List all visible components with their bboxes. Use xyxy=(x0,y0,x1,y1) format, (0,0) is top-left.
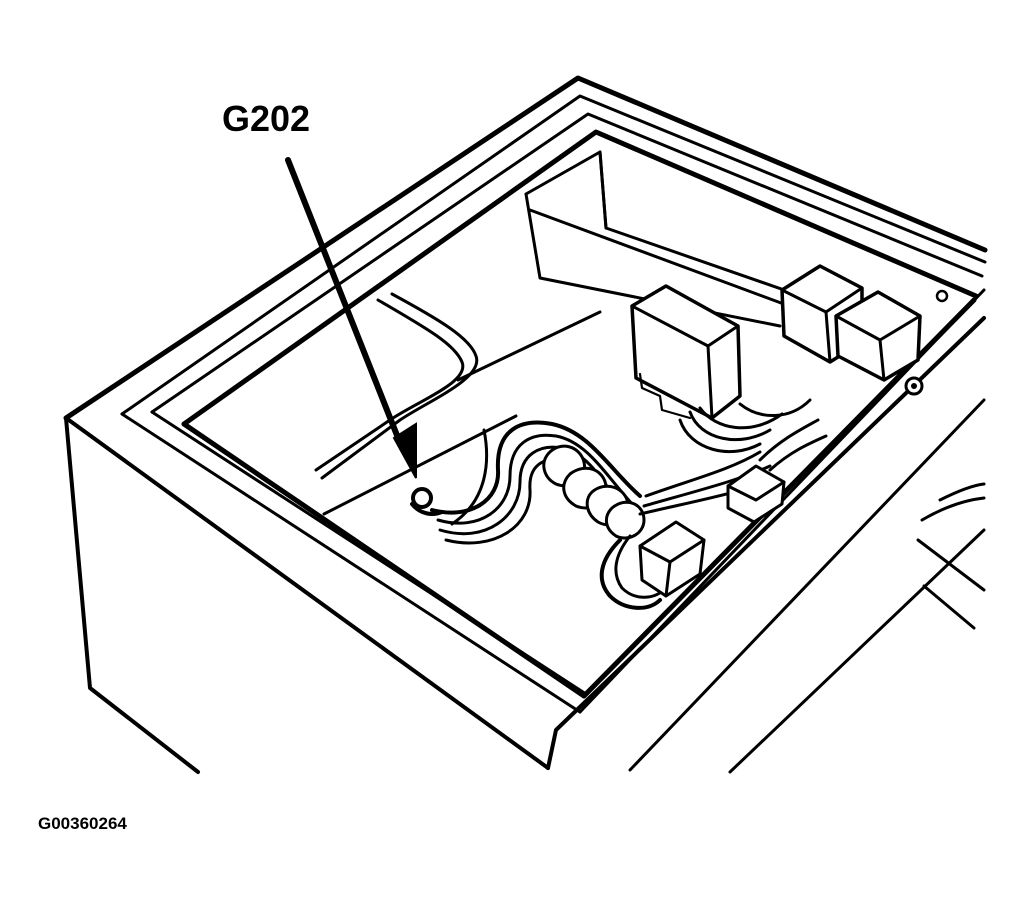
relay-block-2 xyxy=(834,290,922,382)
ground-point xyxy=(411,487,433,509)
callout-label: G202 xyxy=(222,98,311,139)
wiring-harness xyxy=(410,398,828,610)
enclosure xyxy=(63,75,988,774)
relay-module-large xyxy=(630,284,742,420)
callout-arrow xyxy=(285,157,417,479)
arrow-head xyxy=(392,422,417,479)
figure-id: G00360264 xyxy=(38,814,127,833)
